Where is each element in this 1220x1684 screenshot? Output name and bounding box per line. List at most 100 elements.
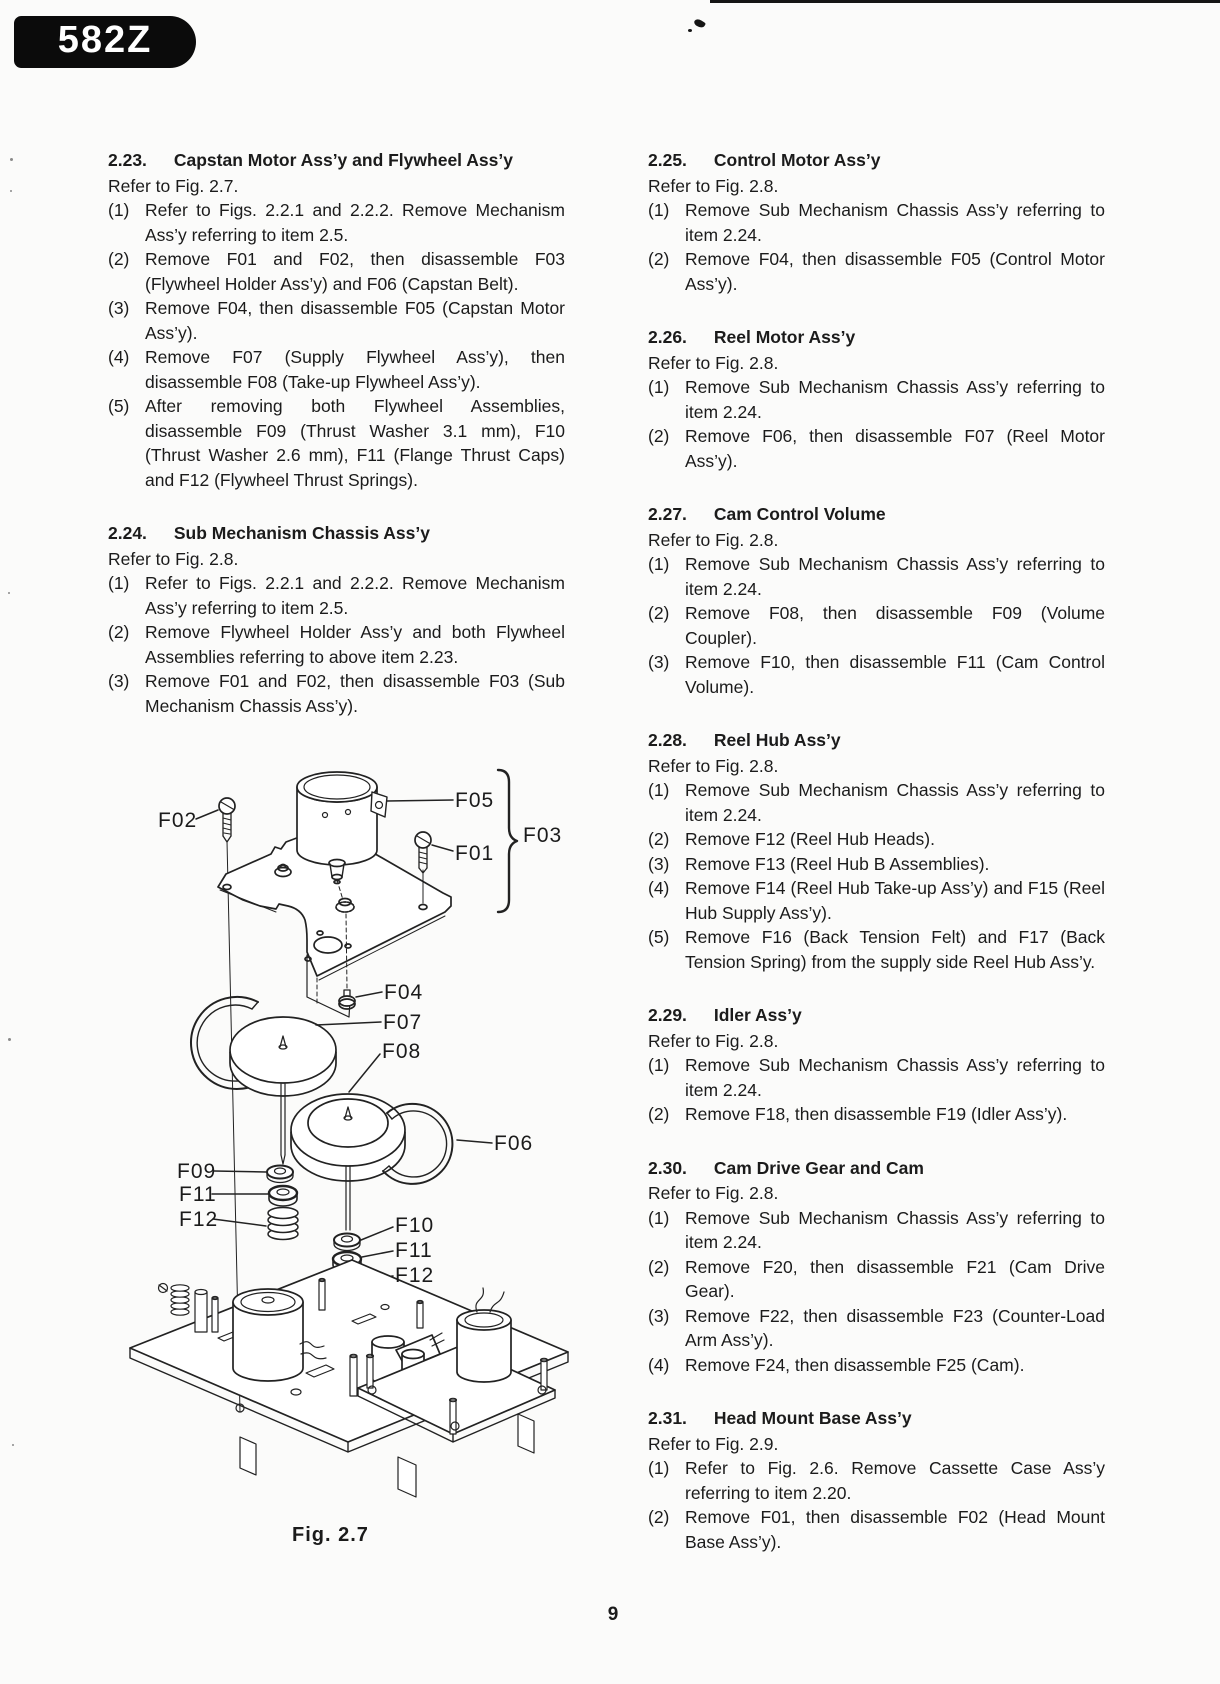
figure-label-f08: F08 [382,1040,422,1063]
refer-line: Refer to Fig. 2.8. [648,529,779,550]
list-item: (2) Remove F04, then disassemble F05 (Co… [648,249,1105,294]
section-title: Control Motor Ass’y [713,150,881,170]
scan-artifact-speck [10,158,13,161]
list-item: (3) Remove F10, then disassemble F11 (Ca… [648,652,1105,697]
scan-artifact-speck [8,592,10,594]
section-heading: 2.27. Cam Control Volume [648,502,1105,527]
refer-line: Refer to Fig. 2.8. [108,548,239,569]
list-item: (2) Remove Flywheel Holder Ass’y and bot… [108,622,565,667]
section-number: 2.30. [648,1157,687,1178]
list-item: (1) Remove Sub Mechanism Chassis Ass’y r… [648,200,1105,245]
figure-label-f02: F02 [158,809,198,832]
section-2-23: 2.23. Capstan Motor Ass’y and Flywheel A… [108,148,565,492]
list-item: (4) Remove F14 (Reel Hub Take-up Ass’y) … [648,878,1105,923]
list-item: (2) Remove F20, then disassemble F21 (Ca… [648,1256,1105,1302]
list-item: (4) Remove F24, then disassemble F25 (Ca… [648,1354,1025,1375]
figure-label-f12: F12 [179,1208,219,1231]
figure-label-f07: F07 [383,1011,423,1034]
scan-artifact-smudge [692,17,707,30]
list-item: (1) Refer to Fig. 2.6. Remove Cassette C… [648,1458,1105,1503]
scan-artifact-top-line [710,0,1220,3]
section-2-26: 2.26. Reel Motor Ass’y Refer to Fig. 2.8… [648,325,1105,473]
section-title: Sub Mechanism Chassis Ass’y [173,523,430,543]
list-item: (1) Remove Sub Mechanism Chassis Ass’y r… [648,1207,1105,1253]
list-item: (4) Remove F07 (Supply Flywheel Ass’y), … [108,347,565,392]
section-2-28: 2.28. Reel Hub Ass’y Refer to Fig. 2.8. … [648,728,1105,974]
left-column: 2.23. Capstan Motor Ass’y and Flywheel A… [108,148,565,718]
exploded-view-diagram [129,768,569,1498]
refer-line: Refer to Fig. 2.9. [648,1433,779,1454]
section-2-27: 2.27. Cam Control Volume Refer to Fig. 2… [648,502,1105,699]
figure-label-f03: F03 [523,824,563,847]
list-item: (3) Remove F22, then disassemble F23 (Co… [648,1305,1105,1351]
list-item: (1) Refer to Figs. 2.2.1 and 2.2.2. Remo… [108,200,565,245]
section-heading: 2.30. Cam Drive Gear and Cam [648,1156,1105,1181]
figure-caption: Fig. 2.7 [292,1524,369,1546]
section-title: Reel Motor Ass’y [713,327,856,347]
list-item: (3) Remove F01 and F02, then disassemble… [108,671,565,716]
section-number: 2.28. [648,730,687,750]
scan-artifact-speck [8,1038,11,1041]
section-number: 2.23. [108,150,147,170]
section-title: Head Mount Base Ass’y [713,1408,912,1428]
figure-label-f12: F12 [395,1264,435,1287]
list-item: (1) Remove Sub Mechanism Chassis Ass’y r… [648,780,1105,825]
figure-label-f06: F06 [494,1132,534,1155]
figure-label-f11: F11 [179,1183,217,1206]
section-heading: 2.29. Idler Ass’y [648,1003,1105,1028]
refer-line: Refer to Fig. 2.8. [648,1183,779,1203]
refer-line: Refer to Fig. 2.8. [648,1030,779,1051]
figure-label-f04: F04 [384,981,424,1004]
refer-line: Refer to Fig. 2.7. [108,175,239,196]
list-item: (3) Remove F04, then disassemble F05 (Ca… [108,298,565,343]
section-number: 2.31. [648,1408,687,1428]
section-2-29: 2.29. Idler Ass’y Refer to Fig. 2.8. (1)… [648,1003,1105,1127]
section-heading: 2.24. Sub Mechanism Chassis Ass’y [108,521,565,546]
scan-artifact-speck [12,1444,14,1446]
figure-label-f05: F05 [455,789,495,812]
list-item: (2) Remove F01, then disassemble F02 (He… [648,1507,1105,1552]
section-title: Idler Ass’y [713,1005,802,1025]
section-2-24: 2.24. Sub Mechanism Chassis Ass’y Refer … [108,521,565,718]
list-item: (1) Remove Sub Mechanism Chassis Ass’y r… [648,554,1105,599]
section-number: 2.25. [648,150,687,170]
section-title: Cam Control Volume [713,504,886,524]
figure-label-f01: F01 [455,842,495,865]
refer-line: Refer to Fig. 2.8. [648,755,779,776]
list-item: (5) Remove F16 (Back Tension Felt) and F… [648,927,1105,972]
list-item: (1) Remove Sub Mechanism Chassis Ass’y r… [648,1055,1105,1100]
list-item: (2) Remove F01 and F02, then disassemble… [108,249,565,294]
list-item: (3) Remove F13 (Reel Hub B Assemblies). [648,853,990,874]
right-column: 2.25. Control Motor Ass’y Refer to Fig. … [648,148,1105,1554]
refer-line: Refer to Fig. 2.8. [648,352,779,373]
section-2-31: 2.31. Head Mount Base Ass’y Refer to Fig… [648,1406,1105,1554]
section-heading: 2.26. Reel Motor Ass’y [648,325,1105,350]
section-2-25: 2.25. Control Motor Ass’y Refer to Fig. … [648,148,1105,296]
scan-artifact-speck [10,190,12,192]
section-heading: 2.28. Reel Hub Ass’y [648,728,1105,753]
list-item: (2) Remove F06, then disassemble F07 (Re… [648,426,1105,471]
scan-artifact-smudge [688,29,692,32]
figure-label-f10: F10 [395,1214,435,1237]
section-number: 2.27. [648,504,687,524]
list-item: (2) Remove F18, then disassemble F19 (Id… [648,1104,1068,1124]
section-heading: 2.31. Head Mount Base Ass’y [648,1406,1105,1431]
section-number: 2.29. [648,1005,687,1025]
figure-label-f09: F09 [177,1160,217,1183]
section-2-30: 2.30. Cam Drive Gear and Cam Refer to Fi… [648,1156,1105,1378]
list-item: (2) Remove F12 (Reel Hub Heads). [648,829,935,849]
refer-line: Refer to Fig. 2.8. [648,175,779,196]
section-heading: 2.23. Capstan Motor Ass’y and Flywheel A… [108,148,565,173]
list-item: (2) Remove F08, then disassemble F09 (Vo… [648,603,1105,648]
section-title: Capstan Motor Ass’y and Flywheel Ass’y [173,150,513,170]
list-item: (1) Remove Sub Mechanism Chassis Ass’y r… [648,377,1105,422]
figure-label-f11: F11 [395,1239,433,1262]
model-badge: 582Z [14,16,196,68]
section-number: 2.24. [108,523,147,543]
page-number: 9 [607,1604,619,1625]
list-item: (1) Refer to Figs. 2.2.1 and 2.2.2. Remo… [108,573,565,618]
section-heading: 2.25. Control Motor Ass’y [648,148,1105,173]
section-number: 2.26. [648,327,687,347]
section-title: Cam Drive Gear and Cam [713,1157,924,1178]
list-item: (5) After removing both Flywheel Assembl… [108,396,565,490]
